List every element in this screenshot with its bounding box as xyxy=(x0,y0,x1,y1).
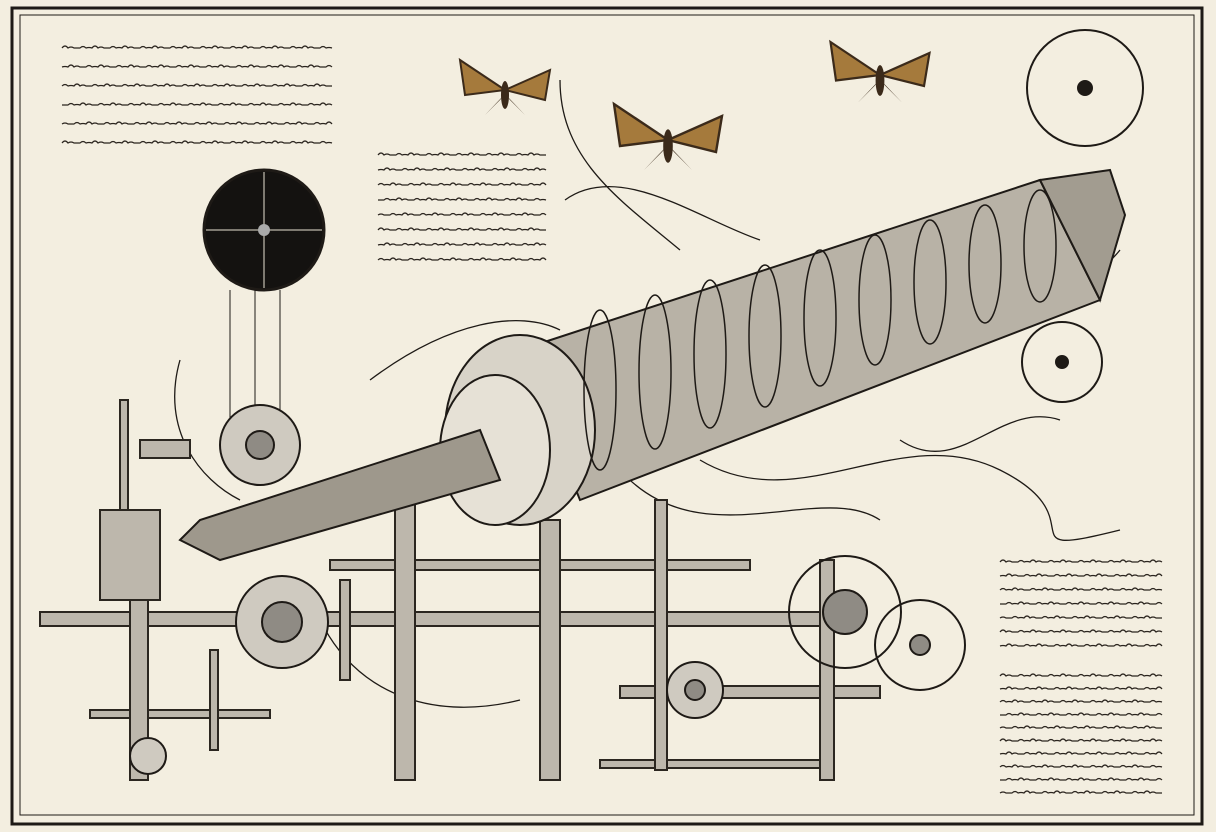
gear-small-wheel xyxy=(129,737,167,775)
tube-band xyxy=(1023,189,1057,303)
note-line xyxy=(61,83,332,87)
note-line xyxy=(61,121,333,125)
note-line xyxy=(1000,712,1163,716)
gear-right-large xyxy=(788,555,902,669)
note-line xyxy=(999,790,1162,794)
pipe-framework xyxy=(39,399,881,781)
tube-band xyxy=(968,204,1002,324)
note-line xyxy=(999,673,1163,677)
gear-wheels xyxy=(129,29,1144,775)
note-line xyxy=(999,559,1163,563)
gear-left-bottom xyxy=(235,575,329,669)
note-line xyxy=(377,257,547,261)
telescope-body xyxy=(178,168,1127,562)
note-line xyxy=(377,167,547,171)
note-line xyxy=(377,182,547,186)
sunburst-wheel xyxy=(1026,29,1144,147)
barrel xyxy=(178,428,502,562)
note-line xyxy=(999,573,1163,577)
note-line xyxy=(999,699,1163,703)
inner-border xyxy=(19,14,1195,816)
note-line xyxy=(999,725,1163,729)
note-line xyxy=(999,587,1163,591)
note-line xyxy=(999,738,1163,742)
gear-right-floating xyxy=(1021,321,1103,403)
gear-left-hub xyxy=(219,404,301,486)
note-line xyxy=(999,686,1163,690)
note-line xyxy=(61,102,333,106)
tube-bands xyxy=(583,189,1057,471)
tube-band xyxy=(693,279,727,429)
note-line xyxy=(377,227,546,231)
note-line xyxy=(999,751,1163,755)
note-line xyxy=(378,197,547,201)
handwritten-notes xyxy=(61,45,1163,794)
tube-band xyxy=(803,249,837,387)
tube-band xyxy=(858,234,892,366)
note-line xyxy=(999,615,1162,619)
tube-band xyxy=(913,219,947,345)
moths xyxy=(458,39,931,170)
moth xyxy=(458,57,552,115)
note-line xyxy=(377,212,547,216)
moth xyxy=(612,101,724,170)
note-line xyxy=(377,152,546,156)
note-line xyxy=(61,64,333,68)
note-line xyxy=(61,45,333,49)
note-line xyxy=(377,242,547,246)
outer-border xyxy=(10,6,1204,826)
note-line xyxy=(1000,601,1163,605)
note-line xyxy=(1000,777,1163,781)
moth xyxy=(829,39,931,103)
note-line xyxy=(999,643,1163,647)
gear-mid-bottom xyxy=(666,661,724,719)
note-line xyxy=(61,140,333,144)
tube-band xyxy=(748,264,782,408)
black-dial xyxy=(202,168,326,420)
note-line xyxy=(999,764,1163,768)
gear-right-spoked xyxy=(874,599,966,691)
note-line xyxy=(999,629,1163,633)
tube-band xyxy=(638,294,672,450)
tube-band xyxy=(583,309,617,471)
